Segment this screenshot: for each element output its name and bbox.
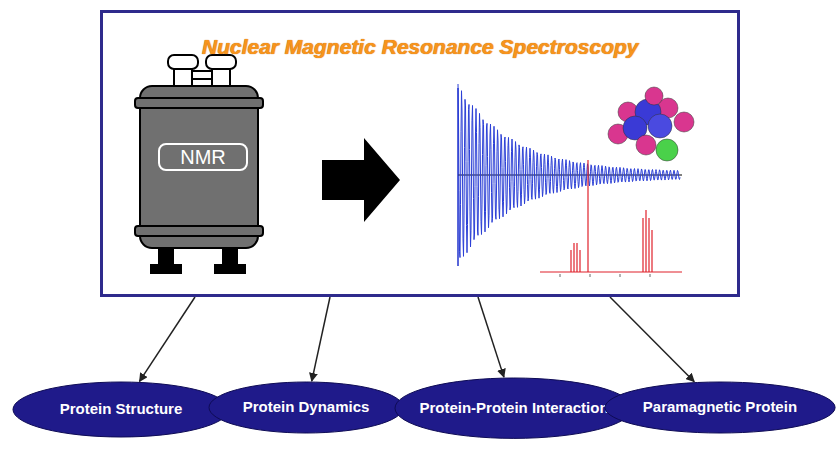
ellipse-fill — [209, 382, 403, 433]
molecule-model — [608, 87, 694, 161]
topic-ellipse: Protein Structure — [12, 381, 230, 438]
topic-label: Protein-Protein Interaction — [413, 399, 614, 418]
nmr-magnet — [135, 55, 263, 274]
nmr-spectrum — [540, 160, 682, 272]
panel-title: Nuclear Magnetic Resonance Spectroscopy — [103, 35, 737, 59]
topic-label: Protein Structure — [54, 400, 189, 419]
fid-signal — [458, 84, 680, 258]
topic-label: Protein Dynamics — [237, 398, 376, 417]
ellipse-fill — [13, 382, 229, 437]
connector-arrow — [610, 297, 694, 382]
nmr-panel: Nuclear Magnetic Resonance SpectroscopyN… — [100, 10, 740, 297]
instrument-label: NMR — [180, 146, 226, 169]
connector-arrow — [478, 297, 504, 377]
process-arrow — [322, 138, 400, 222]
ellipse-fill — [605, 382, 835, 433]
ellipse-fill — [395, 378, 633, 438]
topic-label: Paramagnetic Protein — [637, 398, 803, 417]
connector-arrow — [312, 297, 330, 381]
topic-ellipse: Protein Dynamics — [208, 381, 404, 434]
spectrum-ticks — [560, 274, 650, 277]
magnet-label: NMR — [158, 143, 248, 171]
topic-ellipse: Paramagnetic Protein — [604, 381, 836, 434]
connector-arrow — [139, 297, 195, 381]
topic-ellipse: Protein-Protein Interaction — [394, 377, 634, 439]
